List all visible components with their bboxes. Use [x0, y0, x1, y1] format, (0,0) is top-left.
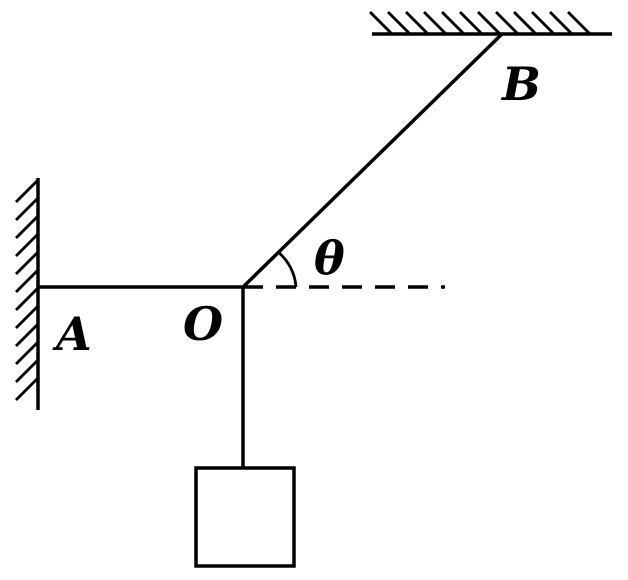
hanging-block — [194, 466, 296, 568]
ceiling-hatching — [369, 11, 591, 35]
ceiling — [369, 11, 612, 36]
label-o: O — [183, 297, 223, 351]
left-wall-hatching — [15, 179, 39, 401]
label-a: A — [52, 307, 92, 361]
label-b: B — [500, 57, 541, 111]
left-wall — [15, 178, 40, 410]
rope-ob — [241, 32, 504, 289]
angle-arc — [277, 250, 298, 288]
label-theta: θ — [314, 231, 345, 285]
